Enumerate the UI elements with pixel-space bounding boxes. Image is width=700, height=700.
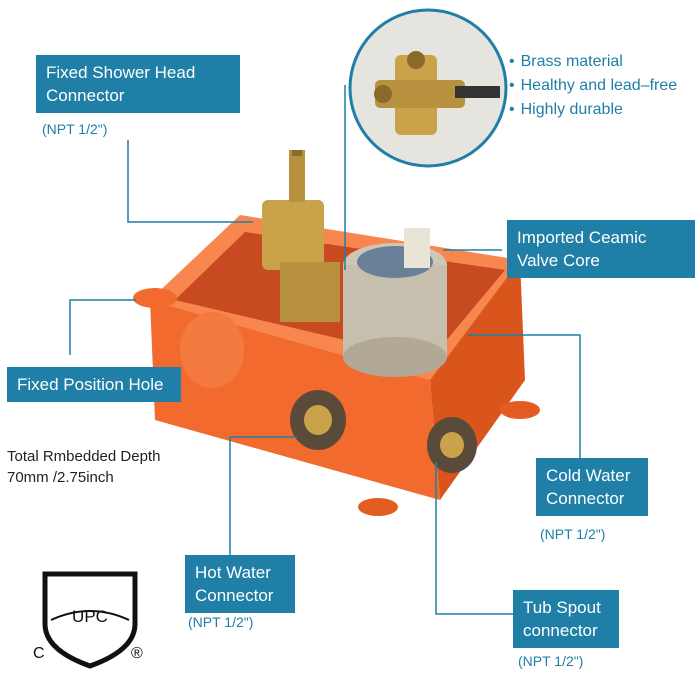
hot-water-connector-spec: (NPT 1/2") [188, 614, 254, 630]
brass-body-inset [348, 8, 508, 168]
upc-c-text: C [33, 645, 45, 662]
depth-note: Total Rmbedded Depth 70mm /2.75inch [7, 446, 160, 488]
hot-water-connector-title: Hot Water Connector [195, 563, 274, 605]
valve-core-title: Imported Ceamic Valve Core [517, 228, 647, 270]
hot-water-connector-label: Hot Water Connector [185, 555, 295, 613]
shower-connector-stem [262, 150, 340, 322]
depth-note-line2: 70mm /2.75inch [7, 469, 114, 486]
tub-spout-connector-spec: (NPT 1/2") [518, 653, 584, 669]
tub-spout-connector-label: Tub Spout connector [513, 590, 619, 648]
mounting-box [133, 215, 540, 516]
feature-item: Brass material [509, 50, 677, 74]
depth-note-line1: Total Rmbedded Depth [7, 448, 161, 465]
feature-list: Brass material Healthy and lead–free Hig… [509, 50, 678, 122]
position-hole-label: Fixed Position Hole [7, 367, 181, 402]
tub-spout-connector-title: Tub Spout connector [523, 598, 601, 640]
valve-cartridge [343, 228, 447, 377]
cold-water-connector-label: Cold Water Connector [536, 458, 648, 516]
valve-core-label: Imported Ceamic Valve Core [507, 220, 695, 278]
shower-head-connector-spec: (NPT 1/2") [42, 121, 108, 137]
position-hole-title: Fixed Position Hole [17, 375, 164, 394]
shower-head-connector-label: Fixed Shower Head Connector [36, 55, 240, 113]
feature-item: Highly durable [509, 98, 677, 122]
cold-water-connector-title: Cold Water Connector [546, 466, 631, 508]
shower-head-connector-title: Fixed Shower Head Connector [46, 63, 196, 105]
upc-mark-text: UPC [72, 607, 108, 626]
feature-item: Healthy and lead–free [509, 74, 678, 98]
upc-certification-logo: UPC C ® [33, 571, 143, 669]
registered-icon: ® [131, 645, 143, 662]
cold-water-connector-spec: (NPT 1/2") [540, 526, 606, 542]
leader-lines [69, 85, 581, 615]
